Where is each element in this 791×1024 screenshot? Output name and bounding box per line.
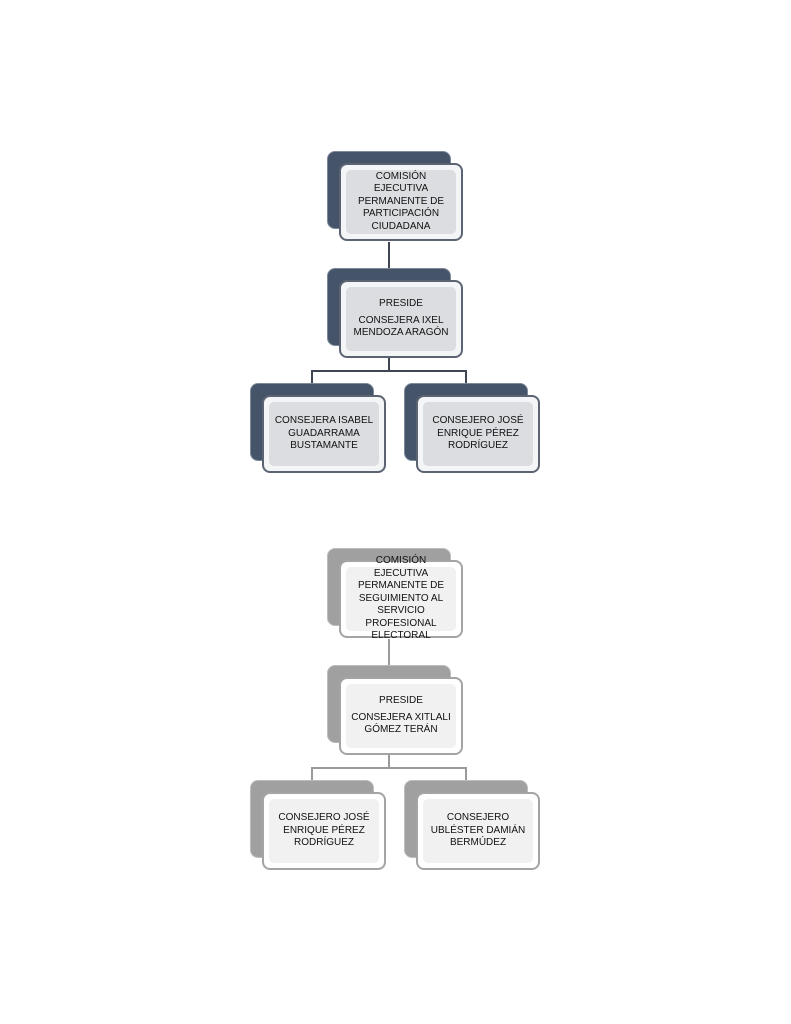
member-name: CONSEJERA ISABEL GUADARRAMA BUSTAMANTE bbox=[274, 415, 374, 452]
member-box-right: CONSEJERO UBLÉSTER DAMIÁN BERMÚDEZ bbox=[404, 780, 542, 872]
commission-title: COMISIÓN EJECUTIVA PERMANENTE DE PARTICI… bbox=[357, 170, 445, 232]
chair-box: PRESIDE CONSEJERA IXEL MENDOZA ARAGÓN bbox=[327, 268, 465, 360]
chair-role: PRESIDE bbox=[379, 298, 423, 310]
member-box-left: CONSEJERA ISABEL GUADARRAMA BUSTAMANTE bbox=[250, 383, 388, 475]
member-name: CONSEJERO UBLÉSTER DAMIÁN BERMÚDEZ bbox=[430, 812, 526, 849]
member-box-left: CONSEJERO JOSÉ ENRIQUE PÉREZ RODRÍGUEZ bbox=[250, 780, 388, 872]
member-name: CONSEJERO JOSÉ ENRIQUE PÉREZ RODRÍGUEZ bbox=[432, 415, 524, 452]
chair-name: CONSEJERA XITLALI GÓMEZ TERÁN bbox=[351, 711, 451, 736]
member-name: CONSEJERO JOSÉ ENRIQUE PÉREZ RODRÍGUEZ bbox=[278, 812, 370, 849]
chair-box: PRESIDE CONSEJERA XITLALI GÓMEZ TERÁN bbox=[327, 665, 465, 757]
chair-role: PRESIDE bbox=[379, 695, 423, 707]
chair-name: CONSEJERA IXEL MENDOZA ARAGÓN bbox=[353, 314, 449, 339]
commission-title-box: COMISIÓN EJECUTIVA PERMANENTE DE SEGUIMI… bbox=[327, 548, 465, 642]
commission-title: COMISIÓN EJECUTIVA PERMANENTE DE SEGUIMI… bbox=[357, 555, 445, 642]
member-box-right: CONSEJERO JOSÉ ENRIQUE PÉREZ RODRÍGUEZ bbox=[404, 383, 542, 475]
commission-title-box: COMISIÓN EJECUTIVA PERMANENTE DE PARTICI… bbox=[327, 151, 465, 243]
